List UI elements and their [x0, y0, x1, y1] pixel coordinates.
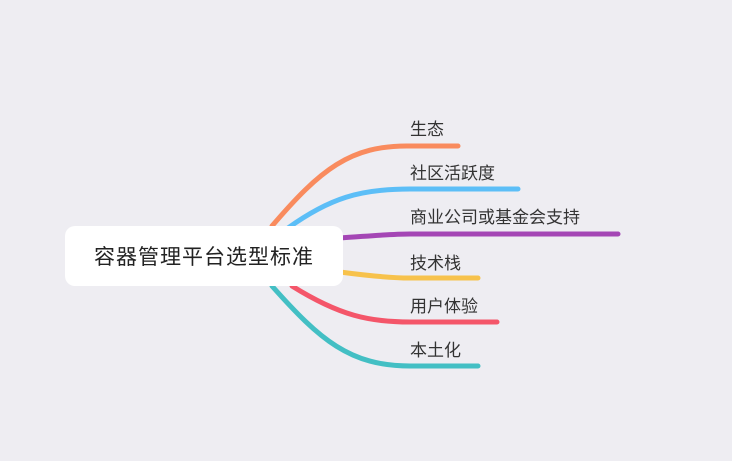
- branch-line-1: [285, 186, 521, 231]
- root-label: 容器管理平台选型标准: [94, 245, 314, 269]
- branch-label-tech-stack[interactable]: 技术栈: [410, 254, 461, 274]
- branch-label-user-experience[interactable]: 用户体验: [410, 297, 478, 317]
- branch-label-commercial-support[interactable]: 商业公司或基金会支持: [410, 208, 580, 228]
- branch-line-0: [269, 143, 461, 229]
- branch-line-3: [337, 269, 481, 281]
- branch-label-community-activity[interactable]: 社区活跃度: [410, 164, 495, 184]
- branch-label-ecosystem[interactable]: 生态: [410, 120, 444, 140]
- branch-label-localization[interactable]: 本土化: [410, 341, 461, 361]
- root-node[interactable]: 容器管理平台选型标准: [65, 226, 343, 286]
- branch-line-4: [289, 283, 500, 325]
- branch-line-5: [269, 283, 481, 369]
- branch-line-2: [337, 231, 621, 241]
